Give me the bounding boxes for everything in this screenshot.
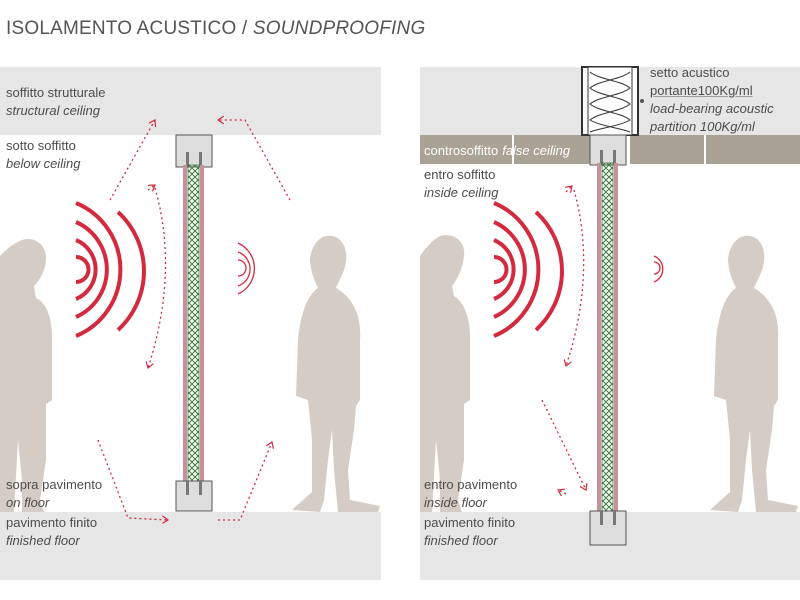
label-en: structural ceiling — [6, 103, 100, 118]
label-on-floor: sopra pavimento on floor — [6, 476, 102, 512]
label-en: inside ceiling — [424, 185, 499, 200]
label-inside-floor: entro pavimento inside floor — [424, 476, 517, 512]
label-it: entro soffitto — [424, 167, 496, 182]
label-it: sotto soffitto — [6, 138, 76, 153]
false-ceiling-segment — [420, 135, 512, 164]
title-italic: SOUNDPROOFING — [252, 18, 426, 39]
label-en: inside floor — [424, 495, 487, 510]
label-it: controsoffitto — [424, 143, 499, 158]
left-panel — [0, 67, 381, 580]
label-en: false ceiling — [502, 143, 571, 158]
false-ceiling-segment — [706, 135, 800, 164]
label-it: pavimento finito — [424, 515, 516, 530]
page-title: ISOLAMENTO ACUSTICO / SOUNDPROOFING — [6, 18, 425, 40]
label-en: finished floor — [424, 533, 498, 548]
label-it: setto acustico — [650, 65, 730, 80]
speaker-person-icon — [420, 235, 470, 512]
dotted-arrow-icon — [541, 186, 586, 494]
false-ceiling-segment — [630, 135, 704, 164]
sound-wave-icon — [493, 201, 564, 338]
sound-wave-icon — [75, 201, 146, 338]
glass-wall-icon — [175, 134, 213, 512]
listener-person-icon — [292, 235, 380, 512]
label-finished-floor-right: pavimento finito finished floor — [424, 514, 515, 550]
label-below-ceiling: sotto soffitto below ceiling — [6, 137, 80, 173]
label-structural-ceiling: soffitto strutturale structural ceiling — [6, 84, 105, 120]
right-panel — [420, 66, 800, 580]
ceiling-track-icon — [589, 134, 627, 166]
label-it: entro pavimento — [424, 477, 518, 492]
label-it: portante100Kg/ml — [650, 83, 753, 98]
label-en: partition 100Kg/ml — [650, 119, 755, 134]
finished-floor-band — [0, 512, 381, 580]
structural-ceiling-band — [0, 67, 381, 135]
label-en: on floor — [6, 495, 50, 510]
floor-track-icon — [175, 480, 213, 512]
listener-person-icon — [710, 235, 798, 512]
title-main: ISOLAMENTO ACUSTICO / — [6, 18, 253, 39]
label-it: soffitto strutturale — [6, 85, 106, 100]
speaker-person-icon — [0, 238, 52, 512]
floor-track-icon — [589, 510, 627, 546]
label-it: pavimento finito — [6, 515, 98, 530]
label-acoustic-partition: setto acustico portante100Kg/ml load-bea… — [650, 64, 774, 136]
label-en: below ceiling — [6, 156, 81, 171]
sound-wave-icon — [653, 255, 664, 283]
label-en: finished floor — [6, 533, 80, 548]
label-en: load-bearing acoustic — [650, 101, 774, 116]
glass-wall-icon — [589, 134, 627, 546]
label-it: sopra pavimento — [6, 477, 103, 492]
acoustic-partition-icon — [581, 66, 644, 136]
ceiling-track-icon — [175, 134, 213, 168]
label-finished-floor: pavimento finito finished floor — [6, 514, 97, 550]
dotted-arrow-icon — [97, 120, 291, 520]
sound-wave-icon — [237, 242, 256, 295]
label-inside-ceiling: entro soffitto inside ceiling — [424, 166, 498, 202]
false-ceiling-segment — [514, 135, 590, 164]
